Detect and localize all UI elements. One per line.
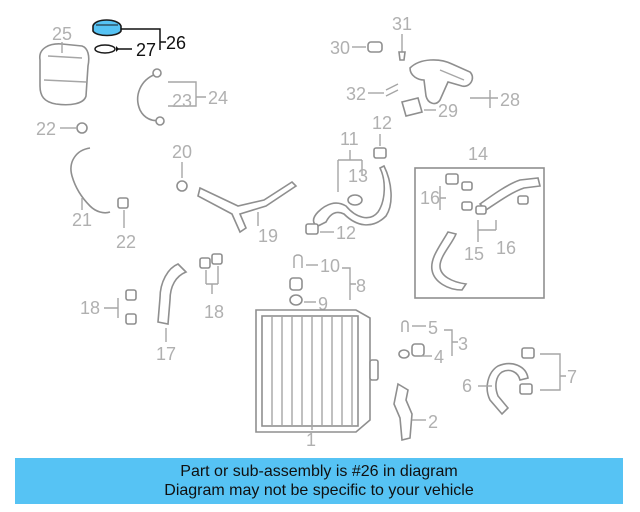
part-13-clamp[interactable] <box>347 194 363 206</box>
callout-9[interactable]: 9 <box>318 294 328 314</box>
part-1-radiator[interactable] <box>255 309 379 433</box>
callout-22-bottom[interactable]: 22 <box>116 232 136 252</box>
part-8-plug[interactable] <box>289 277 303 291</box>
callout-19[interactable]: 19 <box>258 226 278 246</box>
part-31-clip[interactable] <box>398 51 406 61</box>
callout-12-bottom[interactable]: 12 <box>336 223 356 243</box>
leader-3 <box>444 329 458 356</box>
callout-21[interactable]: 21 <box>72 210 92 230</box>
callout-12-top[interactable]: 12 <box>372 113 392 133</box>
part-6-hose[interactable] <box>486 362 529 416</box>
callout-16-left[interactable]: 16 <box>420 188 440 208</box>
part-18-clips-left[interactable] <box>125 289 137 325</box>
leader-11 <box>337 150 363 192</box>
part-9-seal[interactable] <box>289 294 303 306</box>
part-5-clip[interactable] <box>401 320 409 332</box>
part-14-lower-hose-assembly[interactable] <box>414 167 545 299</box>
callout-25[interactable]: 25 <box>52 24 72 44</box>
callout-23[interactable]: 23 <box>172 91 192 111</box>
leader-18-right <box>205 266 219 294</box>
callout-13[interactable]: 13 <box>348 166 368 186</box>
callout-8[interactable]: 8 <box>356 276 366 296</box>
callout-22-top[interactable]: 22 <box>36 119 56 139</box>
part-21-hose[interactable] <box>70 147 111 214</box>
leader-7 <box>540 353 566 391</box>
callout-16-right[interactable]: 16 <box>496 238 516 258</box>
info-banner: Part or sub-assembly is #26 in diagram D… <box>15 458 623 504</box>
part-19-coolant-pipe[interactable] <box>197 180 298 234</box>
part-28-coolant-flange[interactable] <box>409 59 474 105</box>
banner-line-1: Part or sub-assembly is #26 in diagram <box>180 463 458 480</box>
part-29-gasket[interactable] <box>401 97 423 117</box>
callout-3[interactable]: 3 <box>458 334 468 354</box>
part-7-clamps[interactable] <box>519 347 535 395</box>
callout-10[interactable]: 10 <box>320 256 340 276</box>
callout-20[interactable]: 20 <box>172 142 192 162</box>
part-23-hose[interactable] <box>136 68 165 126</box>
callout-29[interactable]: 29 <box>438 101 458 121</box>
leader-26 <box>121 28 161 50</box>
callout-11[interactable]: 11 <box>340 129 359 149</box>
callout-18-left[interactable]: 18 <box>80 298 100 318</box>
leader-16-left <box>439 186 446 210</box>
callout-4[interactable]: 4 <box>434 347 444 367</box>
part-22-clamp-bottom[interactable] <box>117 197 129 209</box>
part-26-coolant-cap[interactable] <box>92 19 122 37</box>
callout-28[interactable]: 28 <box>500 90 520 110</box>
callout-6[interactable]: 6 <box>462 376 472 396</box>
callout-26[interactable]: 26 <box>166 33 186 53</box>
part-11-upper-hose[interactable] <box>312 164 392 227</box>
callout-1[interactable]: 1 <box>306 430 316 450</box>
callout-30[interactable]: 30 <box>330 38 350 58</box>
callout-14[interactable]: 14 <box>468 144 488 164</box>
part-2-bracket[interactable] <box>393 382 413 442</box>
part-22-clamp-top[interactable] <box>76 122 88 134</box>
leader-18-left <box>104 298 119 318</box>
part-17-hose[interactable] <box>157 263 188 325</box>
banner-line-2: Diagram may not be specific to your vehi… <box>164 482 474 499</box>
part-4-seal[interactable] <box>398 343 425 359</box>
part-27-o-ring[interactable] <box>94 44 116 54</box>
leader-23-24 <box>168 81 206 107</box>
part-12-clamp-top[interactable] <box>373 147 387 159</box>
callout-15[interactable]: 15 <box>464 244 484 264</box>
part-25-expansion-tank[interactable] <box>39 43 90 106</box>
leader-28 <box>470 90 498 108</box>
callout-7[interactable]: 7 <box>567 367 577 387</box>
leader-8 <box>342 267 356 300</box>
callout-27[interactable]: 27 <box>136 40 156 60</box>
part-32-clip[interactable] <box>385 83 399 97</box>
part-10-clip[interactable] <box>293 254 303 268</box>
arrowhead-27 <box>116 46 119 52</box>
callout-2[interactable]: 2 <box>428 412 438 432</box>
callout-5[interactable]: 5 <box>428 318 438 338</box>
callout-17[interactable]: 17 <box>156 344 176 364</box>
part-30-sensor[interactable] <box>367 41 383 53</box>
leader-15-16 <box>477 220 497 242</box>
part-20-seal[interactable] <box>176 180 188 192</box>
part-18-clips-right[interactable] <box>199 253 223 269</box>
part-12-clamp-bottom[interactable] <box>305 223 319 235</box>
callout-18-right[interactable]: 18 <box>204 302 224 322</box>
callout-31[interactable]: 31 <box>392 14 412 34</box>
callout-32[interactable]: 32 <box>346 84 366 104</box>
callout-24[interactable]: 24 <box>208 88 228 108</box>
